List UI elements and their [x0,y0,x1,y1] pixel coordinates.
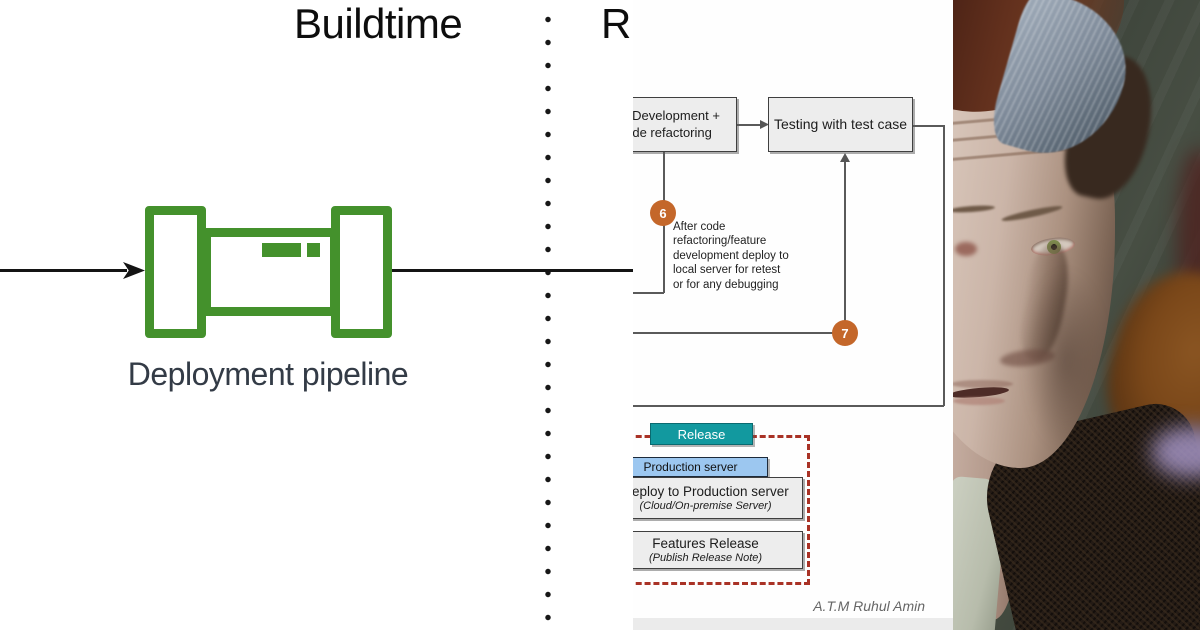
container-bottom-edge [633,405,944,407]
release-header-label: Release [677,426,726,442]
pipeline-dot [307,243,320,257]
far-eye-shape [955,242,977,256]
connector-step7-up [844,160,846,321]
connector-step7-horizontal [633,332,845,334]
features-release-box: Features Release (Publish Release Note) [633,531,803,569]
jaw-shading [1023,268,1108,453]
arrowhead-icon [840,153,850,162]
deploy-production-box: Deploy to Production server (Cloud/On-pr… [633,477,803,519]
runtime-diagram-panel: re Development + ode refactoring Testing… [633,0,953,630]
buildtime-title: Buildtime [294,0,463,47]
buildtime-panel: Buildtime R Deployment pipeline [0,0,633,626]
upper-lip-shade [953,380,1013,388]
eyebrow-left [953,204,996,214]
feature-development-box: re Development + ode refactoring [633,97,737,152]
pipeline-flange-left [145,206,206,338]
container-right-edge [943,125,945,406]
features-title: Features Release [652,536,759,551]
connector-feature-to-testing [737,124,761,126]
step-6-note: After code refactoring/feature developme… [673,221,789,291]
pipeline-dash [262,243,301,257]
flow-line-out [392,269,633,272]
step-7-number: 7 [841,325,849,341]
deploy-title: Deploy to Production server [633,484,789,499]
eyebrow-right [1000,203,1064,224]
flow-line-in [0,269,127,272]
testing-box: Testing with test case [768,97,913,152]
arrowhead-icon [760,120,769,129]
step-6-badge: 6 [650,200,676,226]
runtime-title-partial: R [601,0,632,47]
production-server-label: Production server [643,460,738,474]
pipeline-label: Deployment pipeline [127,356,409,392]
feature-box-line2: ode refactoring [633,124,712,140]
pipeline-icon [202,228,339,316]
feature-box-line1: re Development + [633,107,720,123]
connector-testing-right [913,125,944,127]
bottom-strip [633,618,953,630]
pipeline-flange-right [331,206,392,338]
portrait-photo [953,0,1200,630]
release-header-box: Release [650,423,753,445]
connector-feature-elbow [633,292,664,294]
step-6-number: 6 [659,205,667,221]
buildtime-runtime-divider [544,8,552,626]
features-subtitle: (Publish Release Note) [648,552,763,564]
lower-lip-shade [953,397,1005,405]
author-signature: A.T.M Ruhul Amin [813,598,925,614]
testing-box-label: Testing with test case [773,116,908,133]
production-server-box: Production server [633,457,768,477]
deploy-subtitle: (Cloud/On-premise Server) [639,500,772,512]
step-7-badge: 7 [832,320,858,346]
